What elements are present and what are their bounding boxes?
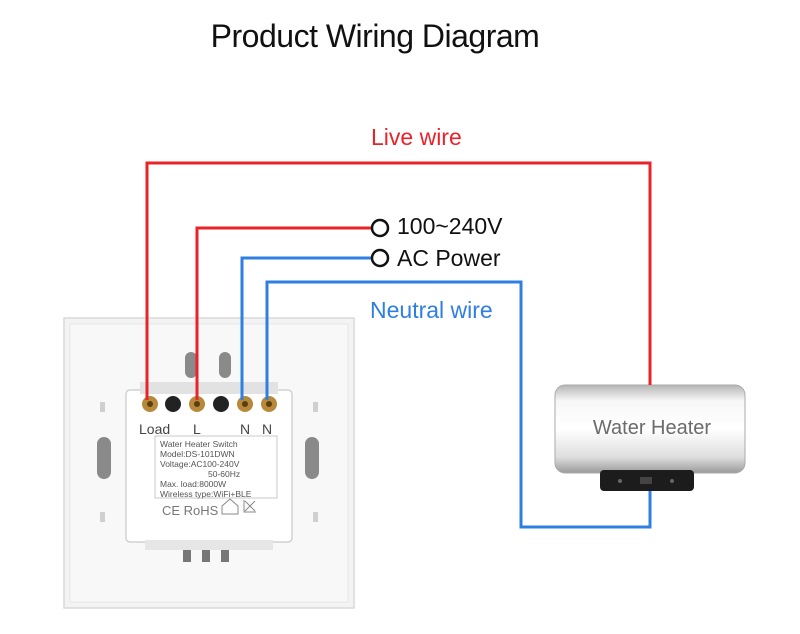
module-spec-line: Voltage:AC100-240V [160,459,240,469]
ac-power-label: AC Power [397,245,501,271]
neutral-wire-label: Neutral wire [370,297,493,323]
voltage-label: 100~240V [397,213,503,239]
module-spec-line: Water Heater Switch [160,439,238,449]
live-wire-label: Live wire [371,124,462,150]
module-spec-line: Max. load:8000W [160,479,227,489]
terminal-label-n1: N [240,421,251,437]
switch-module [125,382,293,562]
terminal-label-l: L [193,421,201,437]
cert-marks: CE RoHS [162,503,219,518]
diagram-title: Product Wiring Diagram [210,18,540,54]
terminal-label-load: Load [139,421,171,437]
water-heater-label: Water Heater [592,417,712,439]
module-spec-line: Wireless type:WiFi+BLE [160,489,252,499]
terminal-label-n2: N [262,421,273,437]
power-terminal-n [370,248,390,268]
module-spec-line: Model:DS-101DWN [160,449,235,459]
power-terminal-l [370,218,390,238]
live-wire [145,161,652,400]
neutral-wire [240,256,652,529]
module-spec-line: 50-60Hz [208,469,241,479]
water-heater [554,384,746,491]
